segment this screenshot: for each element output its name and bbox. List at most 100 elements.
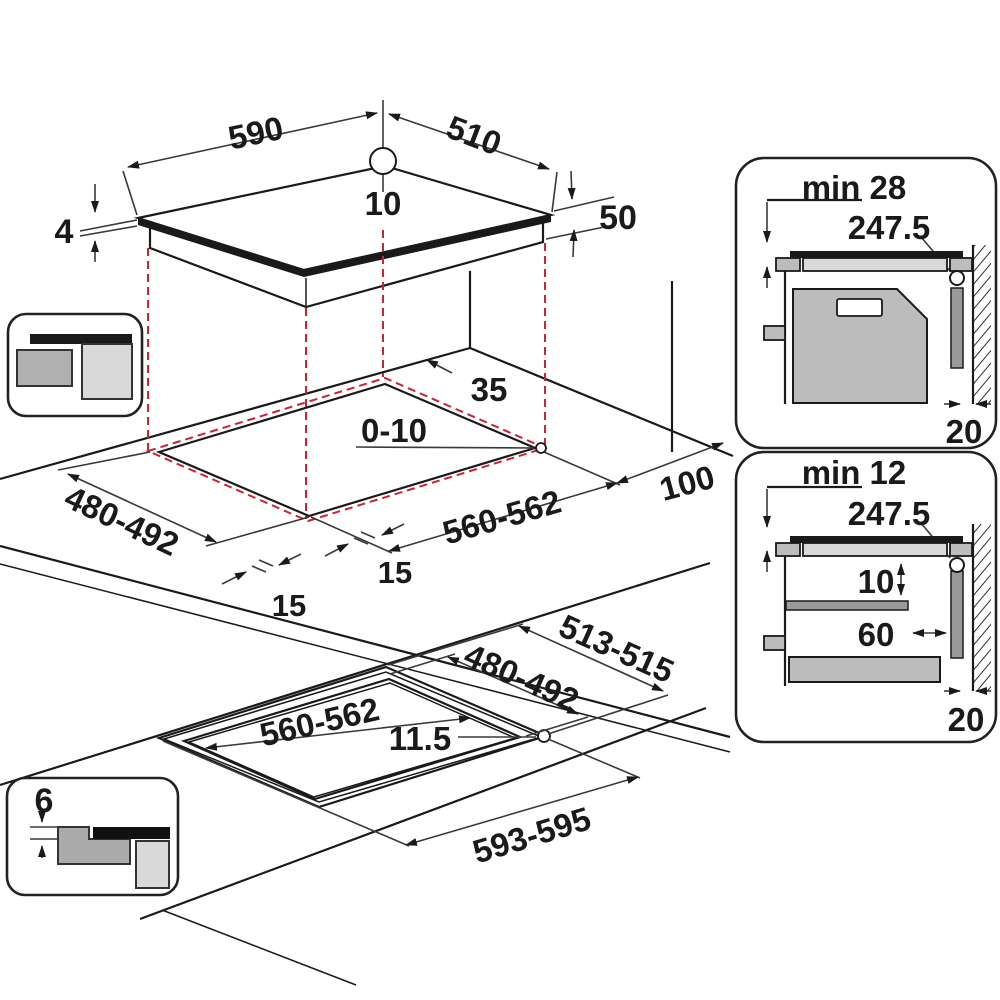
oven-section: [792, 288, 928, 404]
leader-line-0-10: [355, 446, 535, 449]
dim-junction-position: 247.5: [848, 495, 931, 532]
ext-line: [57, 451, 151, 471]
fixing-bracket-left: [775, 257, 801, 272]
dim-rear-gap: 35: [471, 371, 508, 408]
ext-line: [551, 171, 558, 213]
dim-wall-gap: 20: [946, 413, 983, 450]
ext-line: [360, 531, 376, 539]
dim-line-590: [127, 111, 378, 169]
shelf-section: [785, 600, 909, 611]
ext-line: [310, 516, 393, 554]
dim-overlap-front: 15: [378, 555, 412, 590]
dim-hole-offset: 10: [365, 185, 402, 222]
shelf-clearance-panel: min 12 247.5 10 60 20: [734, 450, 998, 744]
ext-line: [547, 694, 669, 735]
worktop-back-right-edge: [469, 346, 734, 458]
glass-edge-line: [79, 225, 138, 237]
shelf-support-tab: [763, 635, 786, 651]
arrow: [278, 553, 302, 566]
oven-vent: [836, 298, 883, 317]
ext-line: [547, 738, 641, 779]
dim-overlap-left: 15: [272, 588, 306, 623]
hob-glass-section: [790, 251, 963, 258]
dim-hob-width: 590: [225, 109, 287, 157]
hob-glass-edge-left: [138, 218, 304, 277]
hob-glass-section: [30, 334, 132, 344]
fixing-bracket-right: [949, 542, 973, 557]
arrow-down: [567, 170, 576, 200]
wall-hatching: [974, 524, 991, 691]
heat-deflector: [950, 570, 964, 659]
dim-outer-depth: 513-515: [554, 607, 680, 690]
worktop-back-edge: [0, 346, 471, 481]
surface-mount-inset: [6, 312, 144, 418]
arrow: [221, 571, 247, 585]
dim-shelf-gap: 10: [858, 563, 895, 600]
dim-min-clearance: min 12: [802, 454, 907, 491]
worktop-front-edge-inner: [0, 563, 731, 753]
ext-line: [536, 448, 621, 486]
dim-hob-depth: 510: [442, 108, 507, 162]
hob-top-view: 590 510 10 4 50: [55, 100, 637, 309]
worktop-section: [81, 343, 133, 400]
rebate-opening-inner-line: [186, 682, 518, 798]
worktop-section: [135, 840, 170, 889]
fixing-bracket-left: [775, 542, 801, 557]
dim-rebate: 11.5: [389, 720, 451, 757]
ext-line: [205, 516, 310, 547]
dim-line-480: [447, 656, 579, 715]
ext-line: [162, 740, 410, 847]
dim-line-513: [518, 625, 664, 692]
ext-line: [387, 623, 524, 666]
dim-glass-thickness: 6: [35, 782, 54, 820]
dim-cutout-width: 560-562: [439, 482, 566, 551]
dim-shelf-offset: 60: [858, 616, 895, 653]
hob-glass-section: [93, 827, 170, 839]
junction-point-circle: [949, 557, 965, 573]
ext-line: [553, 196, 615, 212]
dim-line-480: [67, 473, 217, 543]
dim-line-593: [405, 776, 639, 846]
built-under-clearance-panel: min 28 247.5 20: [734, 156, 998, 450]
cabinet-section: [16, 349, 73, 387]
junction-point-circle: [949, 270, 965, 286]
dim-body-height: 50: [599, 199, 637, 237]
hob-glass-top: [133, 164, 556, 272]
shelf-support-tab: [763, 325, 786, 341]
arrow-up: [569, 229, 578, 258]
dim-wall-gap: 20: [948, 701, 985, 738]
ext-line: [525, 716, 589, 737]
hob-glass-section: [790, 536, 963, 543]
dim-line-35: [426, 359, 453, 374]
dim-line-560: [205, 715, 471, 751]
worktop-left-edge: [161, 909, 357, 986]
arrow: [381, 523, 405, 536]
dim-outer-width: 593-595: [468, 800, 595, 871]
wall-hatching: [974, 245, 991, 404]
worktop-front-edge: [0, 544, 731, 739]
dim-line-510: [388, 113, 550, 170]
ext-line: [545, 224, 615, 240]
drawer-section: [788, 656, 941, 683]
ext-line: [258, 559, 274, 567]
reference-point-circle: [369, 147, 397, 175]
hob-glass-edge-right: [304, 215, 551, 277]
ext-line: [251, 565, 267, 573]
dim-line-100: [616, 442, 724, 484]
hob-body-section: [802, 257, 948, 272]
ext-line: [389, 653, 456, 675]
dim-line-560: [388, 482, 618, 552]
gap-point-circle: [535, 442, 547, 454]
dim-min-clearance: min 28: [802, 169, 907, 206]
cutout-opening: [155, 382, 539, 518]
flush-cutout-view: 560-562 11.5 480-492 513-515 593-595: [0, 561, 711, 986]
ext-line: [353, 537, 369, 545]
fixing-bracket-right: [949, 257, 973, 272]
dim-edge-gap: 0-10: [361, 412, 427, 449]
arrow: [324, 543, 349, 557]
glass-edge-line: [79, 219, 138, 232]
ext-line: [122, 170, 138, 216]
hob-body-section: [802, 542, 948, 557]
